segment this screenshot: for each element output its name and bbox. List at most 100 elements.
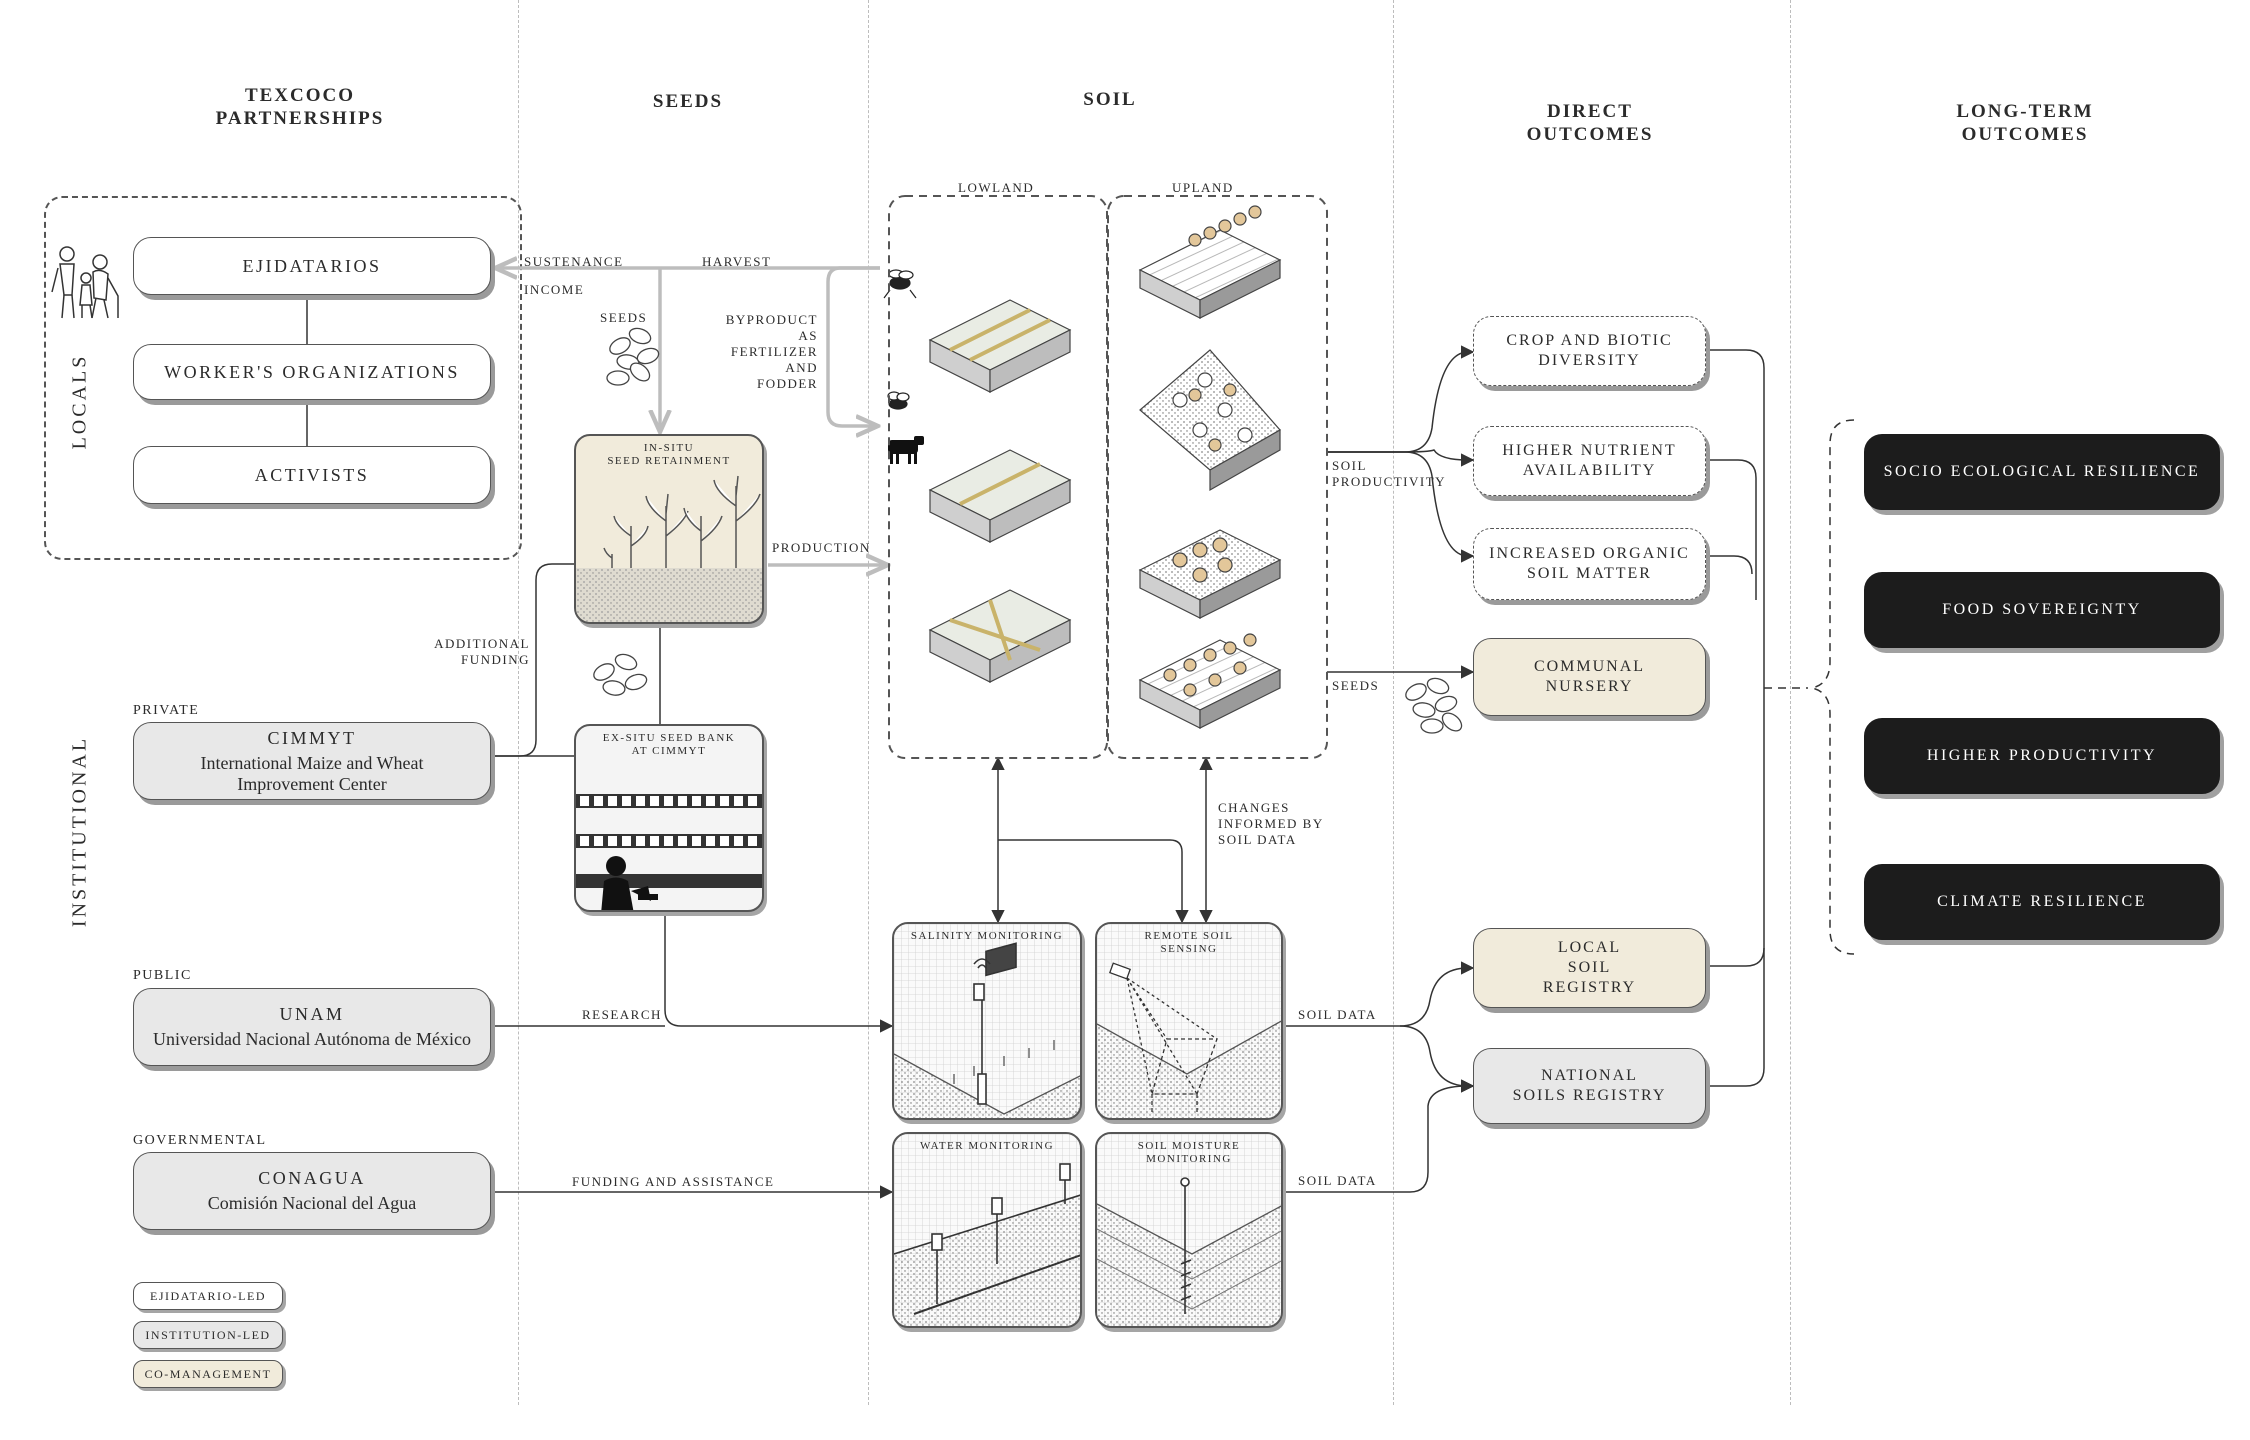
higher-nutrient-label: AVAILABILITY (1522, 462, 1657, 479)
label-soil-data: SOIL DATA (1298, 1007, 1377, 1022)
higher-productivity-label: HIGHER PRODUCTIVITY (1926, 747, 2158, 764)
category-private: PRIVATE (133, 703, 200, 718)
higher-nutrient-label: HIGHER NUTRIENT (1502, 442, 1677, 459)
upland-box (1107, 195, 1328, 759)
remote-sensing-title: SENSING (1160, 943, 1218, 955)
seed-bank-shelves-illustration (576, 794, 762, 910)
ejidatarios-box: EJIDATARIOS (133, 237, 491, 295)
lowland-plot-illustration (928, 299, 1072, 683)
header-soil: SOIL (1083, 89, 1137, 110)
label-production: PRODUCTION (772, 540, 871, 555)
connector (1706, 349, 1765, 1087)
connector (1706, 459, 1757, 600)
food-sovereignty-label: FOOD SOVEREIGNTY (1942, 601, 2142, 618)
in-situ-title: SEED RETAINMENT (607, 455, 731, 467)
conagua-name: CONAGUA (258, 1168, 366, 1188)
cimmyt-box: CIMMYT International Maize and Wheat Imp… (133, 722, 491, 800)
category-governmental: GOVERNMENTAL (133, 1133, 267, 1148)
ex-situ-title: AT CIMMYT (631, 745, 707, 757)
connector (1327, 345, 1475, 453)
water-sensor-illustration (894, 1134, 1080, 1326)
national-soils-registry-label: NATIONAL (1541, 1067, 1638, 1084)
local-soil-registry-label: SOIL (1567, 959, 1612, 976)
water-monitoring-panel: WATER MONITORING (892, 1132, 1082, 1328)
food-sovereignty-box: FOOD SOVEREIGNTY (1864, 572, 2220, 648)
unam-box: UNAM Universidad Nacional Autónoma de Mé… (133, 988, 491, 1066)
local-soil-registry-label: REGISTRY (1542, 979, 1637, 996)
crop-biotic-diversity-label: CROP AND BIOTIC (1506, 332, 1673, 349)
remote-sensing-title: REMOTE SOIL (1144, 930, 1234, 942)
label-research: RESEARCH (582, 1007, 662, 1022)
cimmyt-full: International Maize and Wheat (200, 752, 424, 773)
communal-nursery-label: NURSERY (1545, 678, 1634, 695)
salinity-sensor-illustration (894, 924, 1080, 1118)
climate-resilience-label: CLIMATE RESILIENCE (1937, 893, 2147, 910)
climate-resilience-box: CLIMATE RESILIENCE (1864, 864, 2220, 940)
communal-nursery-label: COMMUNAL (1533, 658, 1646, 675)
connector (998, 839, 1189, 924)
flow-soil-data-2 (1283, 1079, 1475, 1193)
label-seeds-right: SEEDS (1332, 678, 1380, 693)
legend-co-management: CO-MANAGEMENT (133, 1360, 283, 1388)
seeds-icon (593, 653, 648, 696)
connector (1327, 449, 1475, 467)
unam-name: UNAM (279, 1004, 345, 1024)
activists-label: ACTIVISTS (254, 464, 370, 485)
local-soil-registry-label: LOCAL (1557, 939, 1622, 956)
label-soil-data: SOIL DATA (1298, 1173, 1377, 1188)
cow-icon (888, 436, 924, 464)
flow-additional-funding (490, 563, 574, 757)
label-upland: UPLAND (1172, 180, 1234, 195)
crop-biotic-diversity-box: CROP AND BIOTIC DIVERSITY (1473, 316, 1706, 386)
legend-institution-led: INSTITUTION-LED (133, 1321, 283, 1349)
communal-nursery-box: COMMUNAL NURSERY (1473, 638, 1706, 716)
cimmyt-full: Improvement Center (237, 773, 387, 794)
ejidatarios-label: EJIDATARIOS (242, 255, 382, 276)
label-seeds: SEEDS (600, 310, 648, 325)
water-monitoring-title: WATER MONITORING (919, 1140, 1055, 1152)
soil-moisture-probe-illustration (1097, 1134, 1281, 1326)
flow-research (664, 912, 894, 1033)
connector (1706, 947, 1765, 967)
higher-nutrient-availability-box: HIGHER NUTRIENT AVAILABILITY (1473, 426, 1706, 496)
connector (1399, 1025, 1475, 1093)
conagua-box: CONAGUA Comisión Nacional del Agua (133, 1152, 491, 1230)
salinity-monitoring-panel: SALINITY MONITORING (892, 922, 1082, 1120)
increased-organic-label: SOIL MATTER (1527, 565, 1652, 582)
maize-plants-illustration (576, 475, 762, 622)
workers-organizations-box: WORKER'S ORGANIZATIONS (133, 344, 491, 400)
column-divider (1393, 0, 1394, 1405)
crop-biotic-diversity-label: DIVERSITY (1538, 352, 1641, 369)
connector (1327, 451, 1475, 563)
ex-situ-title: EX-SITU SEED BANK (602, 732, 736, 744)
activists-box: ACTIVISTS (133, 446, 491, 504)
increased-organic-label: INCREASED ORGANIC (1489, 545, 1690, 562)
national-soils-registry-label: SOILS REGISTRY (1512, 1087, 1667, 1104)
column-divider (868, 0, 869, 1405)
legend-ejidatario-led: EJIDATARIO-LED (133, 1282, 283, 1310)
label-funding-assistance: FUNDING AND ASSISTANCE (572, 1174, 775, 1189)
label-sustenance: SUSTENANCE (524, 254, 624, 269)
flow-byproduct (826, 266, 880, 426)
in-situ-title: IN-SITU (643, 442, 695, 454)
longterm-bracket (1811, 419, 1855, 955)
seeds-icon (606, 327, 660, 386)
seeds-icon (1405, 677, 1463, 734)
cimmyt-name: CIMMYT (267, 727, 357, 748)
salinity-monitoring-title: SALINITY MONITORING (910, 930, 1064, 942)
socio-ecological-resilience-box: SOCIO ECOLOGICAL RESILIENCE (1864, 434, 2220, 510)
locals-group (44, 196, 522, 560)
connector (1706, 555, 1753, 575)
label-lowland: LOWLAND (958, 180, 1035, 195)
